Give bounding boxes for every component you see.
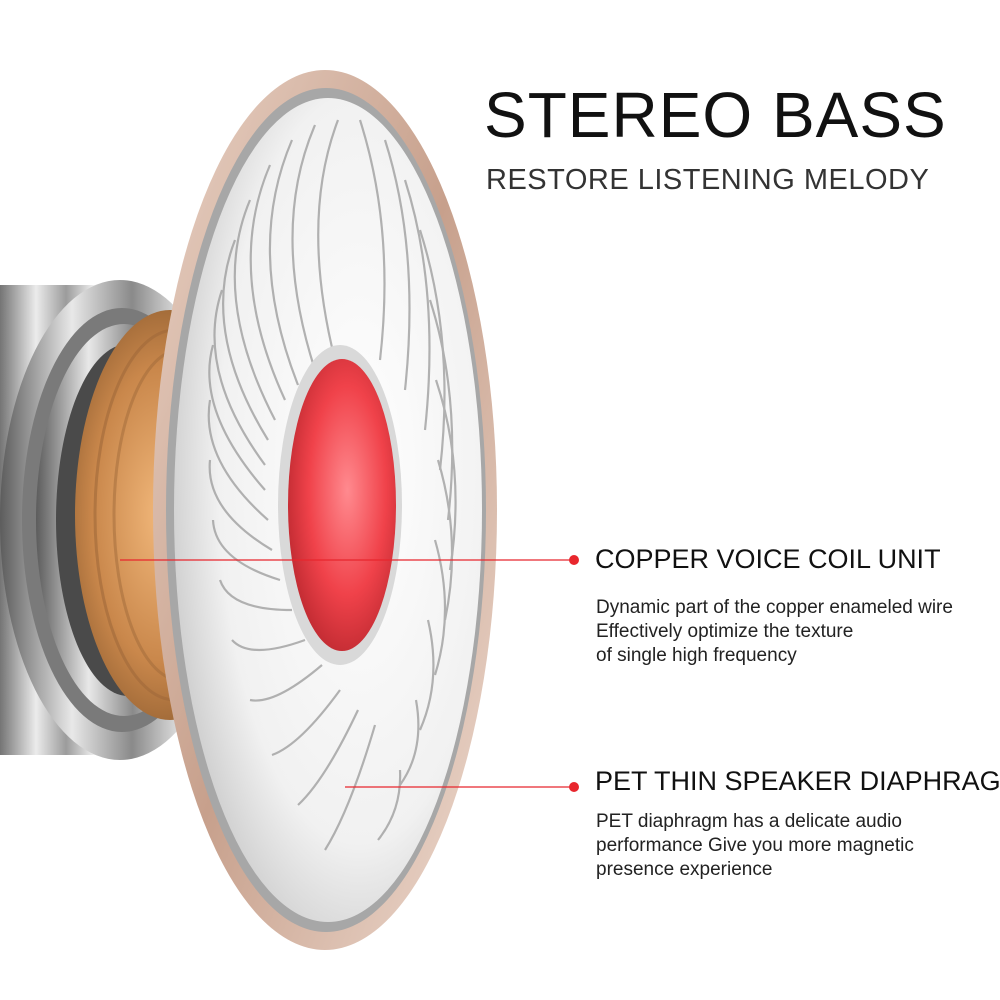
feature-line: PET diaphragm has a delicate audio [596,811,902,832]
callout-coil [120,555,579,565]
callout-diaphragm [345,782,579,792]
diaphragm-center-dome [288,359,396,651]
feature-title-coil: COPPER VOICE COIL UNIT [595,544,941,574]
feature-line: performance Give you more magnetic [596,835,914,856]
headline-subtitle: RESTORE LISTENING MELODY [486,164,930,196]
feature-line: presence experience [596,859,773,880]
feature-line: Effectively optimize the texture [596,621,854,642]
feature-description-diaphragm: PET diaphragm has a delicate audio perfo… [596,810,914,882]
feature-title-diaphragm: PET THIN SPEAKER DIAPHRAGM [595,766,1000,796]
feature-description-coil: Dynamic part of the copper enameled wire… [596,596,953,668]
pet-diaphragm [153,70,497,950]
feature-line: of single high frequency [596,645,797,666]
headline-title: STEREO BASS [484,79,947,151]
feature-line: Dynamic part of the copper enameled wire [596,597,953,618]
